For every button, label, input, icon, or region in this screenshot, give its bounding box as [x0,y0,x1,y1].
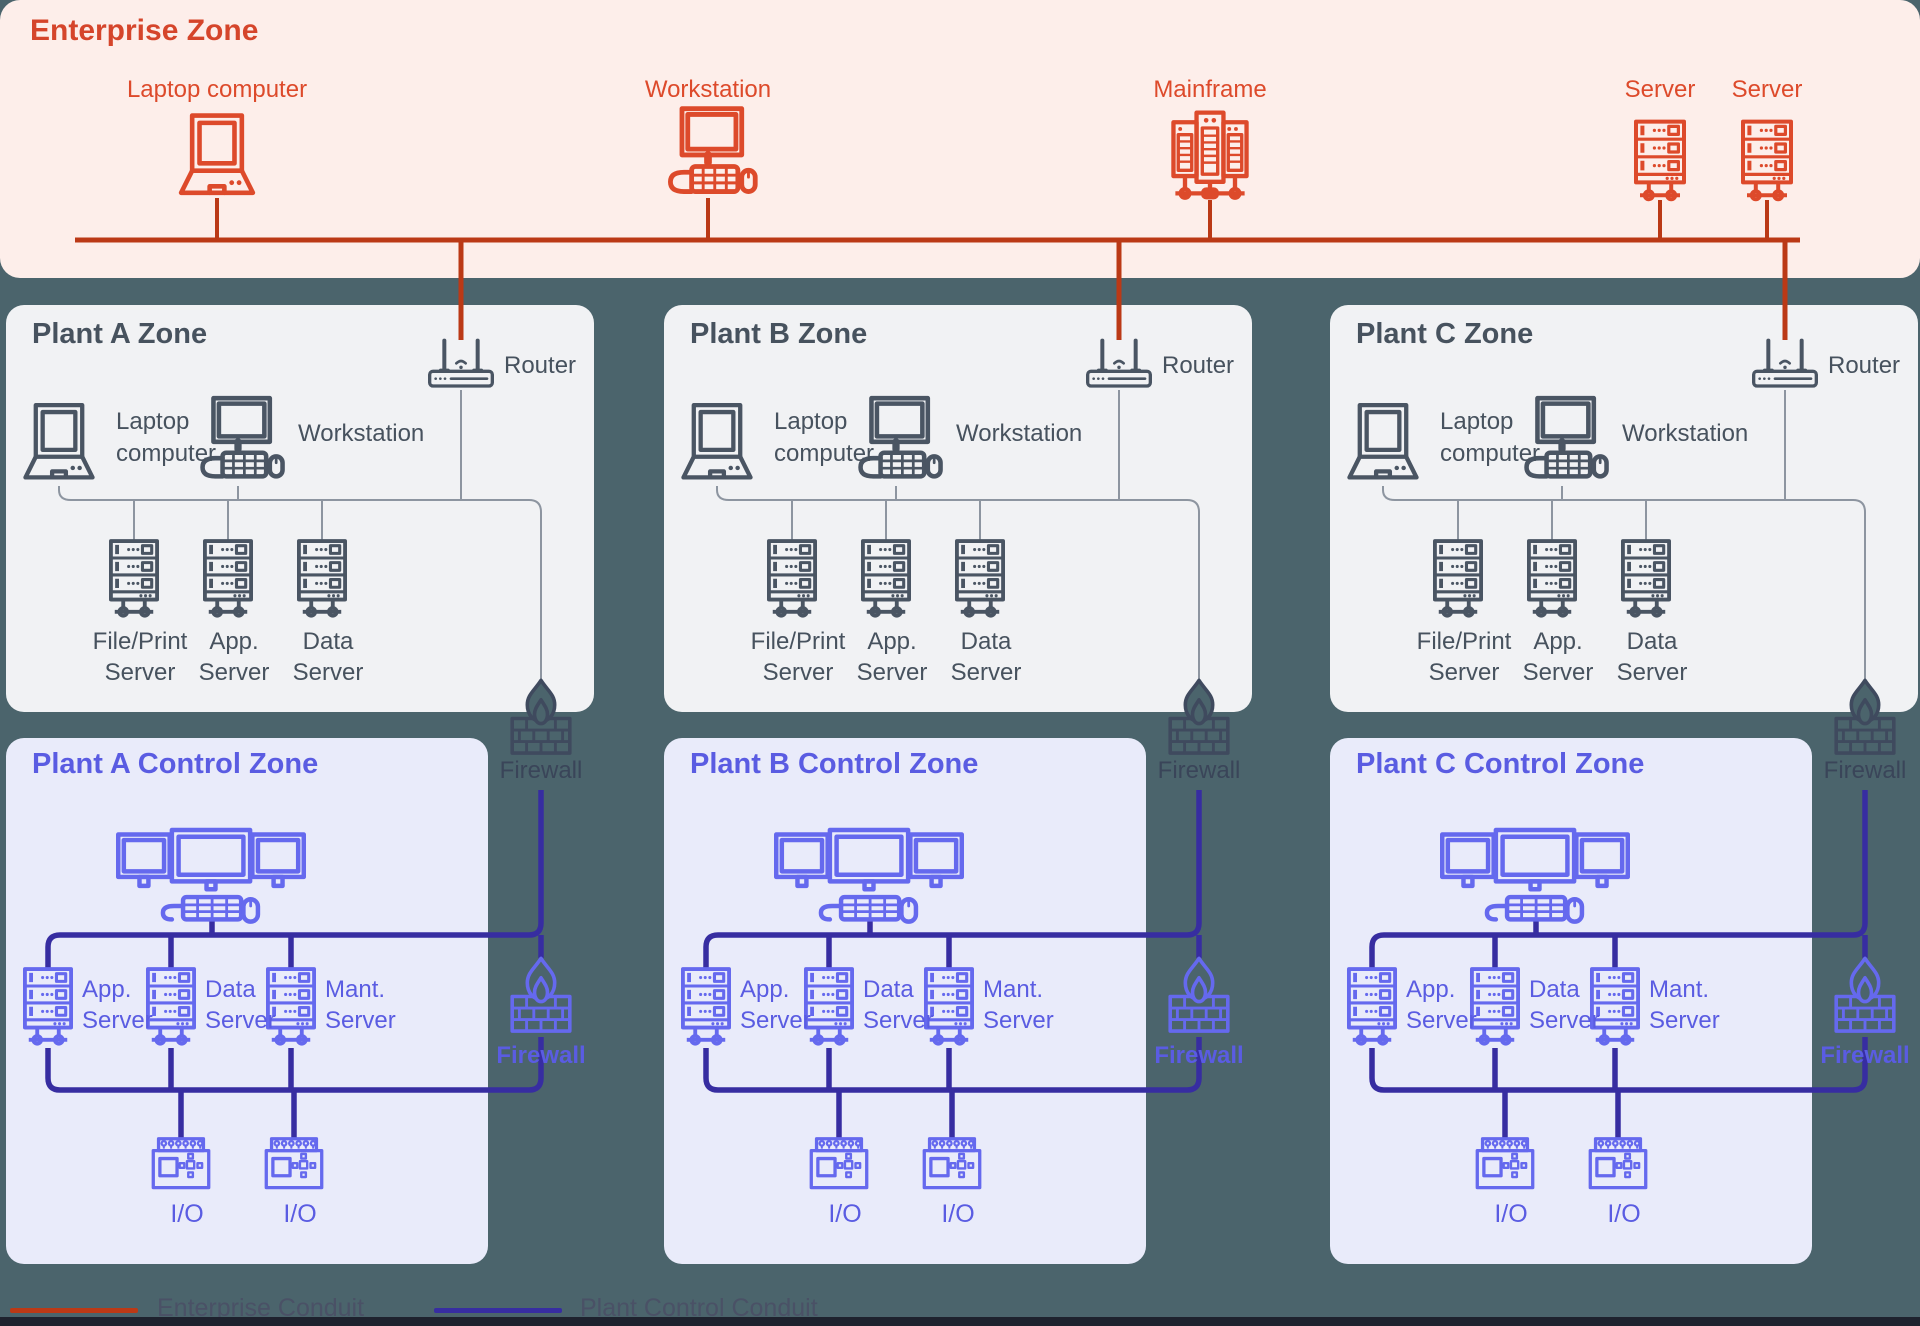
io-label: I/O [283,1200,317,1228]
firewall-label: Firewall [1157,757,1241,784]
device-label: Mainframe [1153,76,1267,103]
io-label: I/O [170,1200,204,1228]
server-label: Server [1522,659,1594,686]
workstation-label: Workstation [1622,420,1749,447]
server-label: Server [104,659,176,686]
laptop-label: Laptop [116,408,190,435]
device-label: Laptop computer [126,76,308,103]
server-label: Data [863,976,914,1003]
laptop-label: computer [116,440,217,467]
server-label: Server [292,659,364,686]
server-label: Data [205,976,256,1003]
server-label: App. [82,976,132,1003]
zone-title: Plant B Control Zone [690,748,979,780]
server-label: Server [205,1007,276,1034]
server-label: Server [762,659,834,686]
server-label: App. [1533,628,1583,655]
workstation-label: Workstation [298,420,425,447]
server-label: Server [1529,1007,1600,1034]
io-label: I/O [1494,1200,1528,1228]
server-label: App. [209,628,259,655]
device-label: Server [1731,76,1803,103]
bottom-bar [0,1317,1920,1326]
firewall-label: Firewall [499,757,583,784]
io-label: I/O [1607,1200,1641,1228]
zone-title: Plant C Zone [1356,318,1534,350]
server-label: Server [740,1007,811,1034]
laptop-label: computer [1440,440,1541,467]
server-label: Server [863,1007,934,1034]
firewall-label: Firewall [1820,1042,1910,1069]
server-label: Mant. [983,976,1044,1003]
laptop-label: computer [774,440,875,467]
server-label: App. [1406,976,1456,1003]
device-label: Workstation [644,76,772,103]
server-label: File/Print [1416,628,1512,655]
server-label: Server [82,1007,153,1034]
server-label: Mant. [325,976,386,1003]
enterprise-conduit-lines [75,198,1800,340]
zone-title: Plant B Zone [690,318,868,350]
server-label: App. [740,976,790,1003]
plant-control-conduit-swatch [434,1308,562,1313]
firewall-label: Firewall [1823,757,1907,784]
enterprise-conduit-swatch [10,1308,138,1313]
router-label: Router [1828,352,1901,379]
server-label: Server [1406,1007,1477,1034]
server-label: Data [960,628,1012,655]
server-label: Data [1626,628,1678,655]
server-label: Data [302,628,354,655]
server-label: Server [325,1007,396,1034]
server-label: Server [1649,1007,1720,1034]
laptop-label: Laptop [774,408,848,435]
router-label: Router [504,352,577,379]
io-label: I/O [828,1200,862,1228]
workstation-label: Workstation [956,420,1083,447]
server-label: Server [1616,659,1688,686]
server-label: Server [950,659,1022,686]
server-label: Server [983,1007,1054,1034]
firewall-label: Firewall [1154,1042,1244,1069]
enterprise-zone-title: Enterprise Zone [30,14,259,47]
server-label: Mant. [1649,976,1710,1003]
server-label: File/Print [92,628,188,655]
zone-title: Plant C Control Zone [1356,748,1645,780]
zone-title: Plant A Control Zone [32,748,319,780]
enterprise-zone-box [0,0,1920,278]
server-label: Server [198,659,270,686]
server-label: File/Print [750,628,846,655]
server-label: Server [856,659,928,686]
server-label: App. [867,628,917,655]
server-label: Data [1529,976,1580,1003]
zone-title: Plant A Zone [32,318,208,350]
device-label: Server [1624,76,1696,103]
server-label: Server [1428,659,1500,686]
router-label: Router [1162,352,1235,379]
firewall-label: Firewall [496,1042,586,1069]
io-label: I/O [941,1200,975,1228]
laptop-label: Laptop [1440,408,1514,435]
